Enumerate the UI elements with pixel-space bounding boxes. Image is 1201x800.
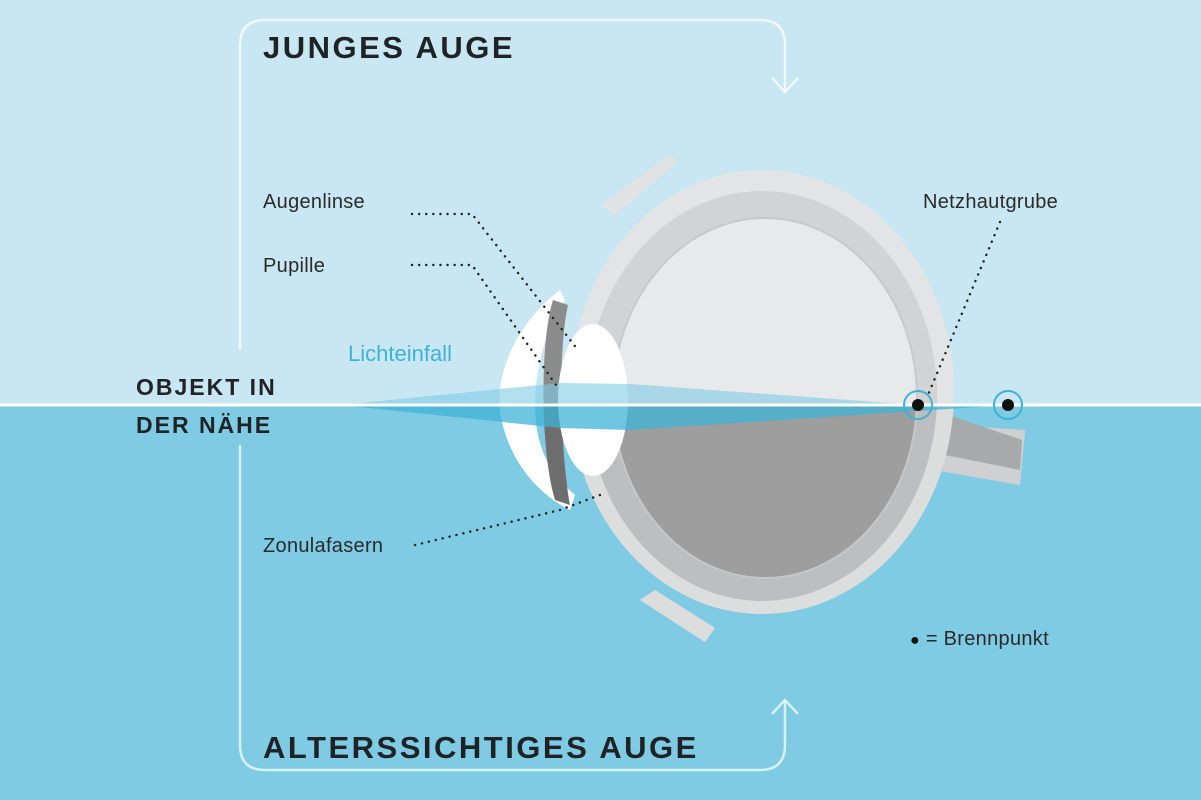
title-presbyopic-eye: ALTERSSICHTIGES AUGE [263, 730, 699, 765]
legend: ● = Brennpunkt [910, 628, 1049, 651]
light-beam-top [340, 383, 918, 405]
focal-point-young [903, 390, 933, 420]
title-young-eye: JUNGES AUGE [263, 30, 516, 65]
object-line-1: OBJEKT IN [136, 374, 277, 400]
object-line-2: DER NÄHE [136, 412, 273, 438]
focal-point-legend-icon: ● [910, 632, 920, 649]
label-zonula: Zonulafasern [263, 535, 384, 557]
label-lens: Augenlinse [263, 191, 365, 213]
transition-arrows [238, 18, 799, 772]
object-label: OBJEKT IN DER NÄHE [136, 368, 277, 444]
label-fovea: Netzhautgrube [923, 191, 1059, 213]
light-beam-bottom [340, 405, 1008, 430]
leader-lines [410, 212, 1002, 547]
focal-point-old [993, 390, 1023, 420]
legend-text: = Brennpunkt [925, 628, 1049, 650]
label-light: Lichteinfall [348, 341, 452, 366]
label-pupil: Pupille [263, 255, 326, 277]
